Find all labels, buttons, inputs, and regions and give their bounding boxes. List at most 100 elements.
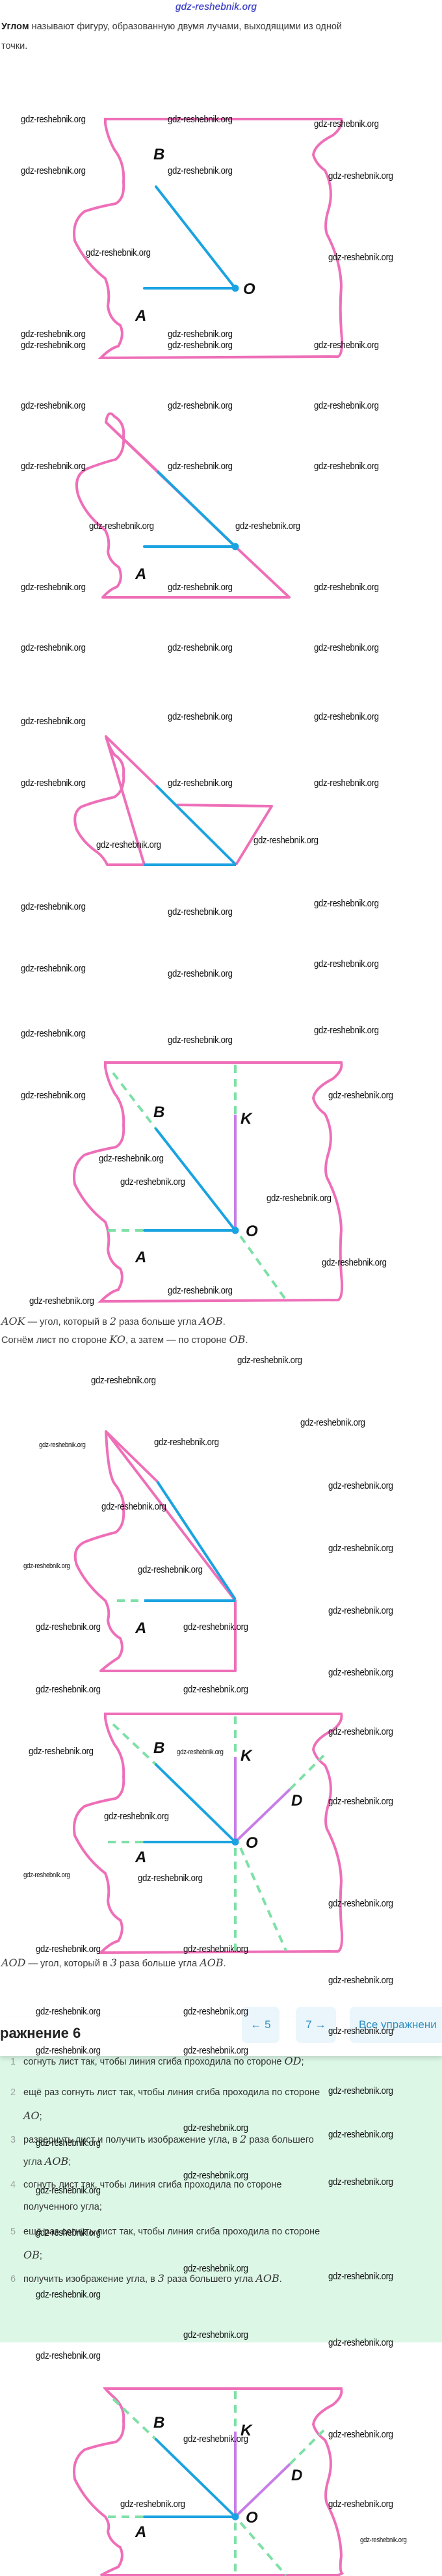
ray-ob [156, 1480, 237, 1601]
label-b: B [153, 1104, 164, 1121]
watermark-text: gdz-reshebnik.org [237, 1355, 302, 1366]
figure-fold-step1: A [75, 412, 291, 599]
next-exercise-button[interactable]: 7 → [296, 2007, 336, 2043]
step-3: 3 развернуть лист и получить изображение … [10, 2133, 314, 2167]
label-o: O [246, 1834, 258, 1852]
watermark-text: gdz-reshebnik.org [254, 835, 318, 846]
label-d: D [291, 2467, 302, 2484]
prev-exercise-button[interactable]: ← 5 [242, 2007, 280, 2043]
step-text: ещё раз согнуть лист так, чтобы линия сг… [23, 2087, 320, 2098]
fold-line-ob-ext [239, 1847, 287, 1951]
label-o: O [246, 1223, 258, 1240]
paper-outline [75, 412, 291, 599]
label-a: A [135, 307, 146, 325]
watermark-text: gdz-reshebnik.org [300, 1417, 365, 1428]
step-math: OB [23, 2249, 40, 2261]
intro-term: Углом [1, 21, 29, 32]
step-text: развернуть лист и получить изображение у… [23, 2135, 240, 2145]
watermark-text: gdz-reshebnik.org [99, 1153, 164, 1164]
text-aod-end: . [223, 1959, 226, 1969]
step-cont-text: полученного угла; [23, 2202, 102, 2212]
watermark-text: gdz-reshebnik.org [168, 1285, 233, 1296]
watermark-text: gdz-reshebnik.org [235, 521, 300, 532]
watermark-text: gdz-reshebnik.org [89, 521, 154, 532]
watermark-text: gdz-reshebnik.org [183, 1944, 248, 1955]
watermark-text: gdz-reshebnik.org [21, 716, 86, 727]
text-aod-middle: — угол, который в [25, 1959, 110, 1969]
intro-line1: называют фигуру, образованную двумя луча… [29, 21, 343, 32]
step-cont-text: угла [23, 2157, 45, 2167]
math-2: 2 [109, 1315, 116, 1327]
fold-line-ob-ext [239, 2521, 287, 2576]
watermark-text: gdz-reshebnik.org [21, 165, 86, 176]
watermark-text: gdz-reshebnik.org [21, 114, 86, 125]
all-exercises-button[interactable]: Все упражнени [350, 2007, 442, 2043]
watermark-text: gdz-reshebnik.org [328, 2429, 393, 2440]
watermark-text: gdz-reshebnik.org [314, 711, 379, 722]
watermark-text: gdz-reshebnik.org [91, 1375, 156, 1386]
watermark-text: gdz-reshebnik.org [314, 461, 379, 472]
label-o: O [246, 2509, 258, 2527]
watermark-text: gdz-reshebnik.org [328, 1605, 393, 1616]
step-end: ; [68, 2157, 72, 2167]
text-fold: Согнём лист по стороне KO, а затем — по … [1, 1330, 248, 1350]
watermark-text: gdz-reshebnik.org [328, 1667, 393, 1678]
fold-line-ob [112, 2398, 157, 2441]
watermark-text: gdz-reshebnik.org [21, 1090, 86, 1101]
ray-od [234, 1788, 291, 1843]
watermark-text: gdz-reshebnik.org [120, 2499, 185, 2510]
fold-line-ob [112, 1072, 157, 1130]
ray-ob [155, 2438, 237, 2518]
step-math: OD [284, 2055, 302, 2067]
ray-ob [155, 784, 237, 866]
math-ko: KO [109, 1333, 125, 1346]
figure-fold-step2 [73, 735, 273, 866]
step-text2: раза большего [246, 2135, 314, 2145]
watermark-text: gdz-reshebnik.org [168, 968, 233, 979]
ray-od [234, 2463, 291, 2518]
watermark-text: gdz-reshebnik.org [183, 2263, 248, 2274]
watermark-text: gdz-reshebnik.org [168, 582, 233, 593]
text-aod-middle2: раза больше угла [116, 1959, 200, 1969]
paper-outline [73, 1713, 344, 1955]
watermark-text: gdz-reshebnik.org [138, 1873, 203, 1884]
watermark-text: gdz-reshebnik.org [183, 2434, 248, 2445]
site-logo: gdz-reshebnik.org [176, 1, 257, 12]
label-k: K [240, 2422, 253, 2439]
watermark-text: gdz-reshebnik.org [328, 2129, 393, 2140]
watermark-text: gdz-reshebnik.org [96, 839, 161, 850]
step-end: . [279, 2274, 282, 2285]
label-d: D [291, 1792, 302, 1810]
text-aok-end: . [222, 1317, 226, 1327]
watermark-text: gdz-reshebnik.org [314, 118, 379, 129]
ray-ob [155, 1763, 237, 1843]
intro-line2: точки. [1, 41, 28, 51]
watermark-text: gdz-reshebnik.org [86, 247, 151, 258]
watermark-text: gdz-reshebnik.org [328, 2271, 393, 2282]
watermark-text: gdz-reshebnik.org [314, 778, 379, 789]
text-fold-start: Согнём лист по стороне [1, 1335, 110, 1346]
math-ob: OB [229, 1333, 246, 1346]
watermark-text: gdz-reshebnik.org [168, 165, 233, 176]
step-number: 4 [10, 2180, 16, 2190]
step-number: 3 [10, 2135, 16, 2145]
watermark-text: gdz-reshebnik.org [183, 2006, 248, 2017]
paper-outline [73, 2387, 344, 2576]
watermark-text: gdz-reshebnik.org [168, 340, 233, 351]
watermark-text: gdz-reshebnik.org [328, 1975, 393, 1986]
watermark-text: gdz-reshebnik.org [183, 1684, 248, 1695]
intro-paragraph: Углом называют фигуру, образованную двум… [1, 17, 342, 56]
watermark-text: gdz-reshebnik.org [328, 252, 393, 263]
watermark-text: gdz-reshebnik.org [21, 329, 86, 340]
text-aok: AOK — угол, который в 2 раза больше угла… [1, 1312, 226, 1332]
label-a: A [135, 565, 146, 583]
watermark-text: gdz-reshebnik.org [168, 906, 233, 917]
watermark-text: gdz-reshebnik.org [154, 1437, 219, 1448]
figure-angle-aob: B A O [73, 118, 344, 360]
watermark-text: gdz-reshebnik.org [328, 2085, 393, 2096]
folded-flap [176, 804, 273, 866]
